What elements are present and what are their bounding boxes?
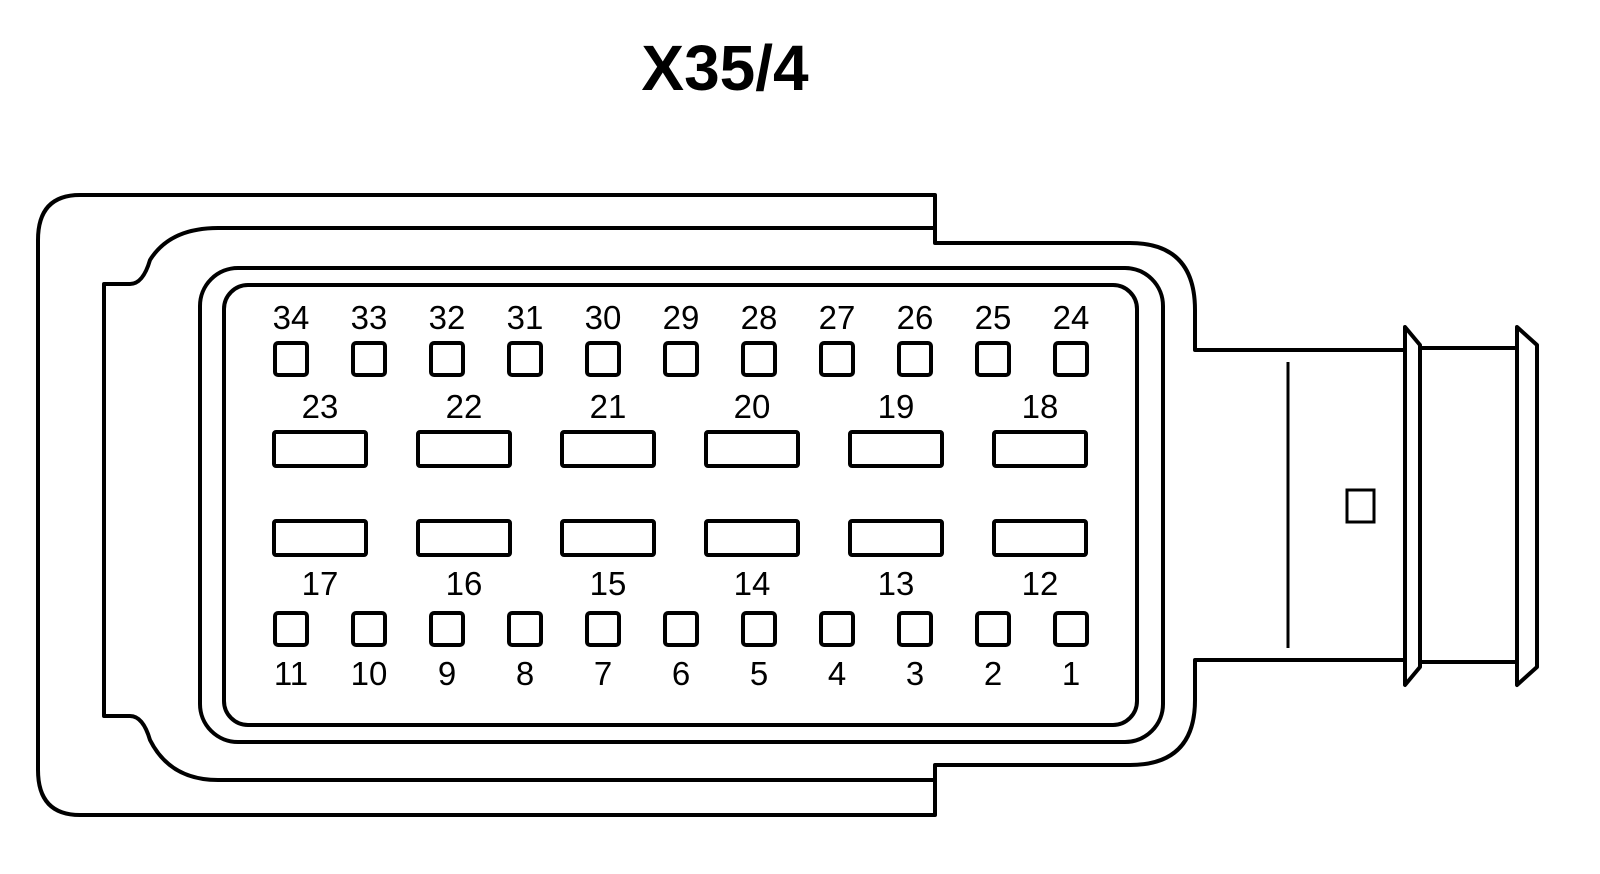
pin-30-contact (585, 341, 621, 377)
pin-30-label: 30 (585, 299, 622, 336)
pin-3-label: 3 (906, 655, 924, 692)
pin-26-label: 26 (897, 299, 934, 336)
pin-26-contact (897, 341, 933, 377)
pin-28-contact (741, 341, 777, 377)
pin-8-label: 8 (516, 655, 534, 692)
pin-23-label: 23 (302, 388, 339, 425)
housing-outer-outline (36, 193, 1407, 817)
pin-21-label: 21 (590, 388, 627, 425)
connector-title: X35/4 (641, 32, 809, 104)
pin-25-contact (975, 341, 1011, 377)
pin-9-contact (429, 611, 465, 647)
pin-24-contact (1053, 341, 1089, 377)
pin-4-label: 4 (828, 655, 846, 692)
pin-6-label: 6 (672, 655, 690, 692)
pin-21-contact (560, 430, 656, 468)
pin-field-inner-frame (222, 283, 1139, 727)
pin-25-label: 25 (975, 299, 1012, 336)
pin-9-label: 9 (438, 655, 456, 692)
pin-17-label: 17 (302, 565, 339, 602)
pin-8-contact (507, 611, 543, 647)
latch-collar-left (1403, 325, 1422, 687)
pin-29-contact (663, 341, 699, 377)
pin-22-label: 22 (446, 388, 483, 425)
pin-29-label: 29 (663, 299, 700, 336)
pin-24-label: 24 (1053, 299, 1090, 336)
pin-5-contact (741, 611, 777, 647)
pin-33-label: 33 (351, 299, 388, 336)
pin-15-label: 15 (590, 565, 627, 602)
pin-31-label: 31 (507, 299, 544, 336)
pin-17-contact (272, 519, 368, 557)
pin-20-contact (704, 430, 800, 468)
pin-1-label: 1 (1062, 655, 1080, 692)
latch-window (1345, 488, 1376, 524)
pin-22-contact (416, 430, 512, 468)
pin-1-contact (1053, 611, 1089, 647)
pin-18-contact (992, 430, 1088, 468)
pin-34-label: 34 (273, 299, 310, 336)
pin-19-contact (848, 430, 944, 468)
pin-16-label: 16 (446, 565, 483, 602)
pin-31-contact (507, 341, 543, 377)
pin-5-label: 5 (750, 655, 768, 692)
pin-12-contact (992, 519, 1088, 557)
pin-18-label: 18 (1022, 388, 1059, 425)
pin-15-contact (560, 519, 656, 557)
housing-inner-outline (102, 226, 935, 782)
pin-14-label: 14 (734, 565, 771, 602)
pin-16-contact (416, 519, 512, 557)
pin-10-contact (351, 611, 387, 647)
pin-6-contact (663, 611, 699, 647)
pin-3-contact (897, 611, 933, 647)
pin-11-contact (273, 611, 309, 647)
pin-13-label: 13 (878, 565, 915, 602)
connector-housing (36, 193, 1539, 817)
pin-13-contact (848, 519, 944, 557)
pin-27-contact (819, 341, 855, 377)
pin-19-label: 19 (878, 388, 915, 425)
pin-33-contact (351, 341, 387, 377)
pin-27-label: 27 (819, 299, 856, 336)
pin-14-contact (704, 519, 800, 557)
pin-7-label: 7 (594, 655, 612, 692)
pin-23-contact (272, 430, 368, 468)
pin-field-frame (198, 266, 1165, 744)
pin-4-contact (819, 611, 855, 647)
pin-12-label: 12 (1022, 565, 1059, 602)
latch-collar-right (1515, 325, 1539, 687)
pin-2-label: 2 (984, 655, 1002, 692)
pin-2-contact (975, 611, 1011, 647)
pin-32-contact (429, 341, 465, 377)
pin-28-label: 28 (741, 299, 778, 336)
pin-20-label: 20 (734, 388, 771, 425)
pin-11-label: 11 (274, 655, 308, 692)
pin-32-label: 32 (429, 299, 466, 336)
pin-7-contact (585, 611, 621, 647)
pin-34-contact (273, 341, 309, 377)
pin-10-label: 10 (351, 655, 388, 692)
